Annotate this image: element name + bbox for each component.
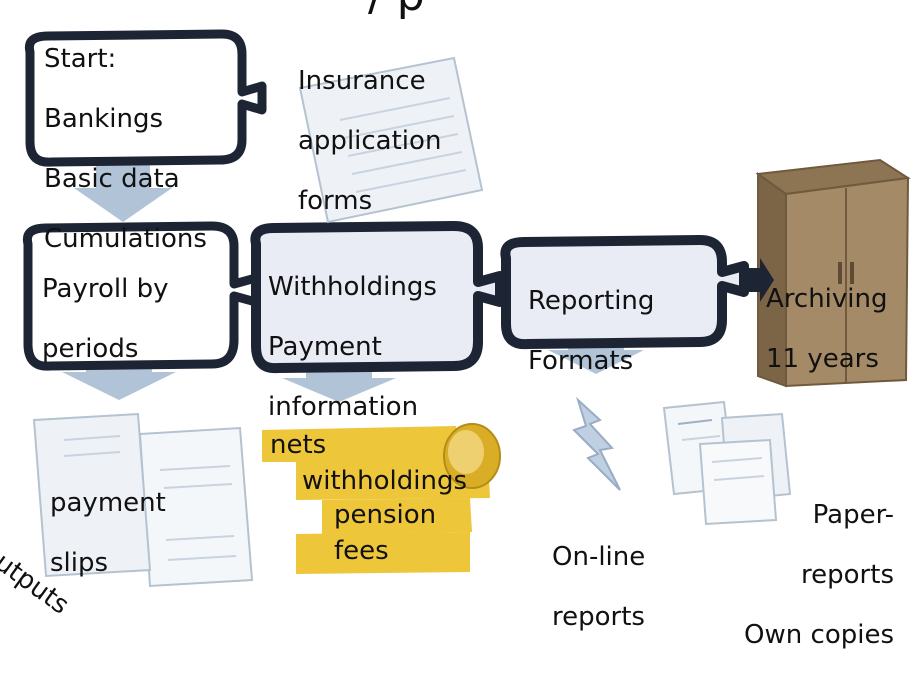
yellow-item-nets: nets (270, 430, 327, 460)
start-heading: Start: (44, 44, 117, 74)
withholdings-line: Withholdings (268, 272, 437, 302)
start-line: Basic data (44, 164, 180, 194)
reporting-label: Reporting Formats (528, 256, 654, 406)
withholdings-line: Payment (268, 332, 382, 362)
insurance-label: Insurance application forms (298, 36, 441, 246)
title-fragment: / p (368, 0, 425, 21)
reporting-line: Reporting (528, 286, 655, 316)
paper-reports-line: Own copies (744, 620, 894, 650)
start-line: Bankings (44, 104, 164, 134)
start-line: Cumulations (44, 224, 207, 254)
paper-reports-line: reports (801, 560, 894, 590)
arrow-to-archive (744, 258, 774, 302)
payment-slips-illustration (32, 412, 254, 588)
payment-slips-line: slips (50, 548, 109, 578)
payment-slips-line: payment (50, 488, 166, 518)
paper-reports-line: Paper- (812, 500, 894, 530)
payment-slips-label: payment slips (50, 458, 166, 608)
lightning-icon (572, 396, 621, 491)
online-reports-line: reports (552, 602, 645, 632)
start-box (24, 29, 267, 167)
paper-reports-label: Paper- reports Own copies (720, 470, 894, 680)
insurance-line: Insurance (298, 66, 426, 96)
archiving-label: Archiving 11 years (766, 254, 888, 404)
yellow-item-withholdings: withholdings (302, 466, 468, 496)
withholdings-label: Withholdings Payment information (268, 242, 437, 452)
withholdings-line: information (268, 392, 419, 422)
start-label: Start: Bankings Basic data Cumulations (44, 14, 207, 284)
archive-cabinet-illustration (755, 158, 911, 388)
yellow-item-fees: fees (334, 536, 389, 566)
yellow-list-background (262, 423, 501, 574)
archiving-line: 11 years (766, 344, 879, 374)
online-reports-label: On-line reports (552, 512, 645, 662)
payroll-line: periods (42, 334, 139, 364)
withholdings-box (250, 221, 505, 374)
payroll-line: Payroll by (42, 274, 169, 304)
yellow-item-pension: pension (334, 500, 437, 530)
payroll-label: Payroll by periods (42, 244, 168, 394)
reporting-line: Formats (528, 346, 634, 376)
insurance-forms-illustration (298, 56, 484, 224)
insurance-line: application (298, 126, 442, 156)
down-arrow-start (74, 150, 172, 222)
online-reports-line: On-line (552, 542, 646, 572)
archiving-line: Archiving (766, 284, 888, 314)
paper-reports-illustration (662, 400, 792, 526)
insurance-line: forms (298, 186, 373, 216)
